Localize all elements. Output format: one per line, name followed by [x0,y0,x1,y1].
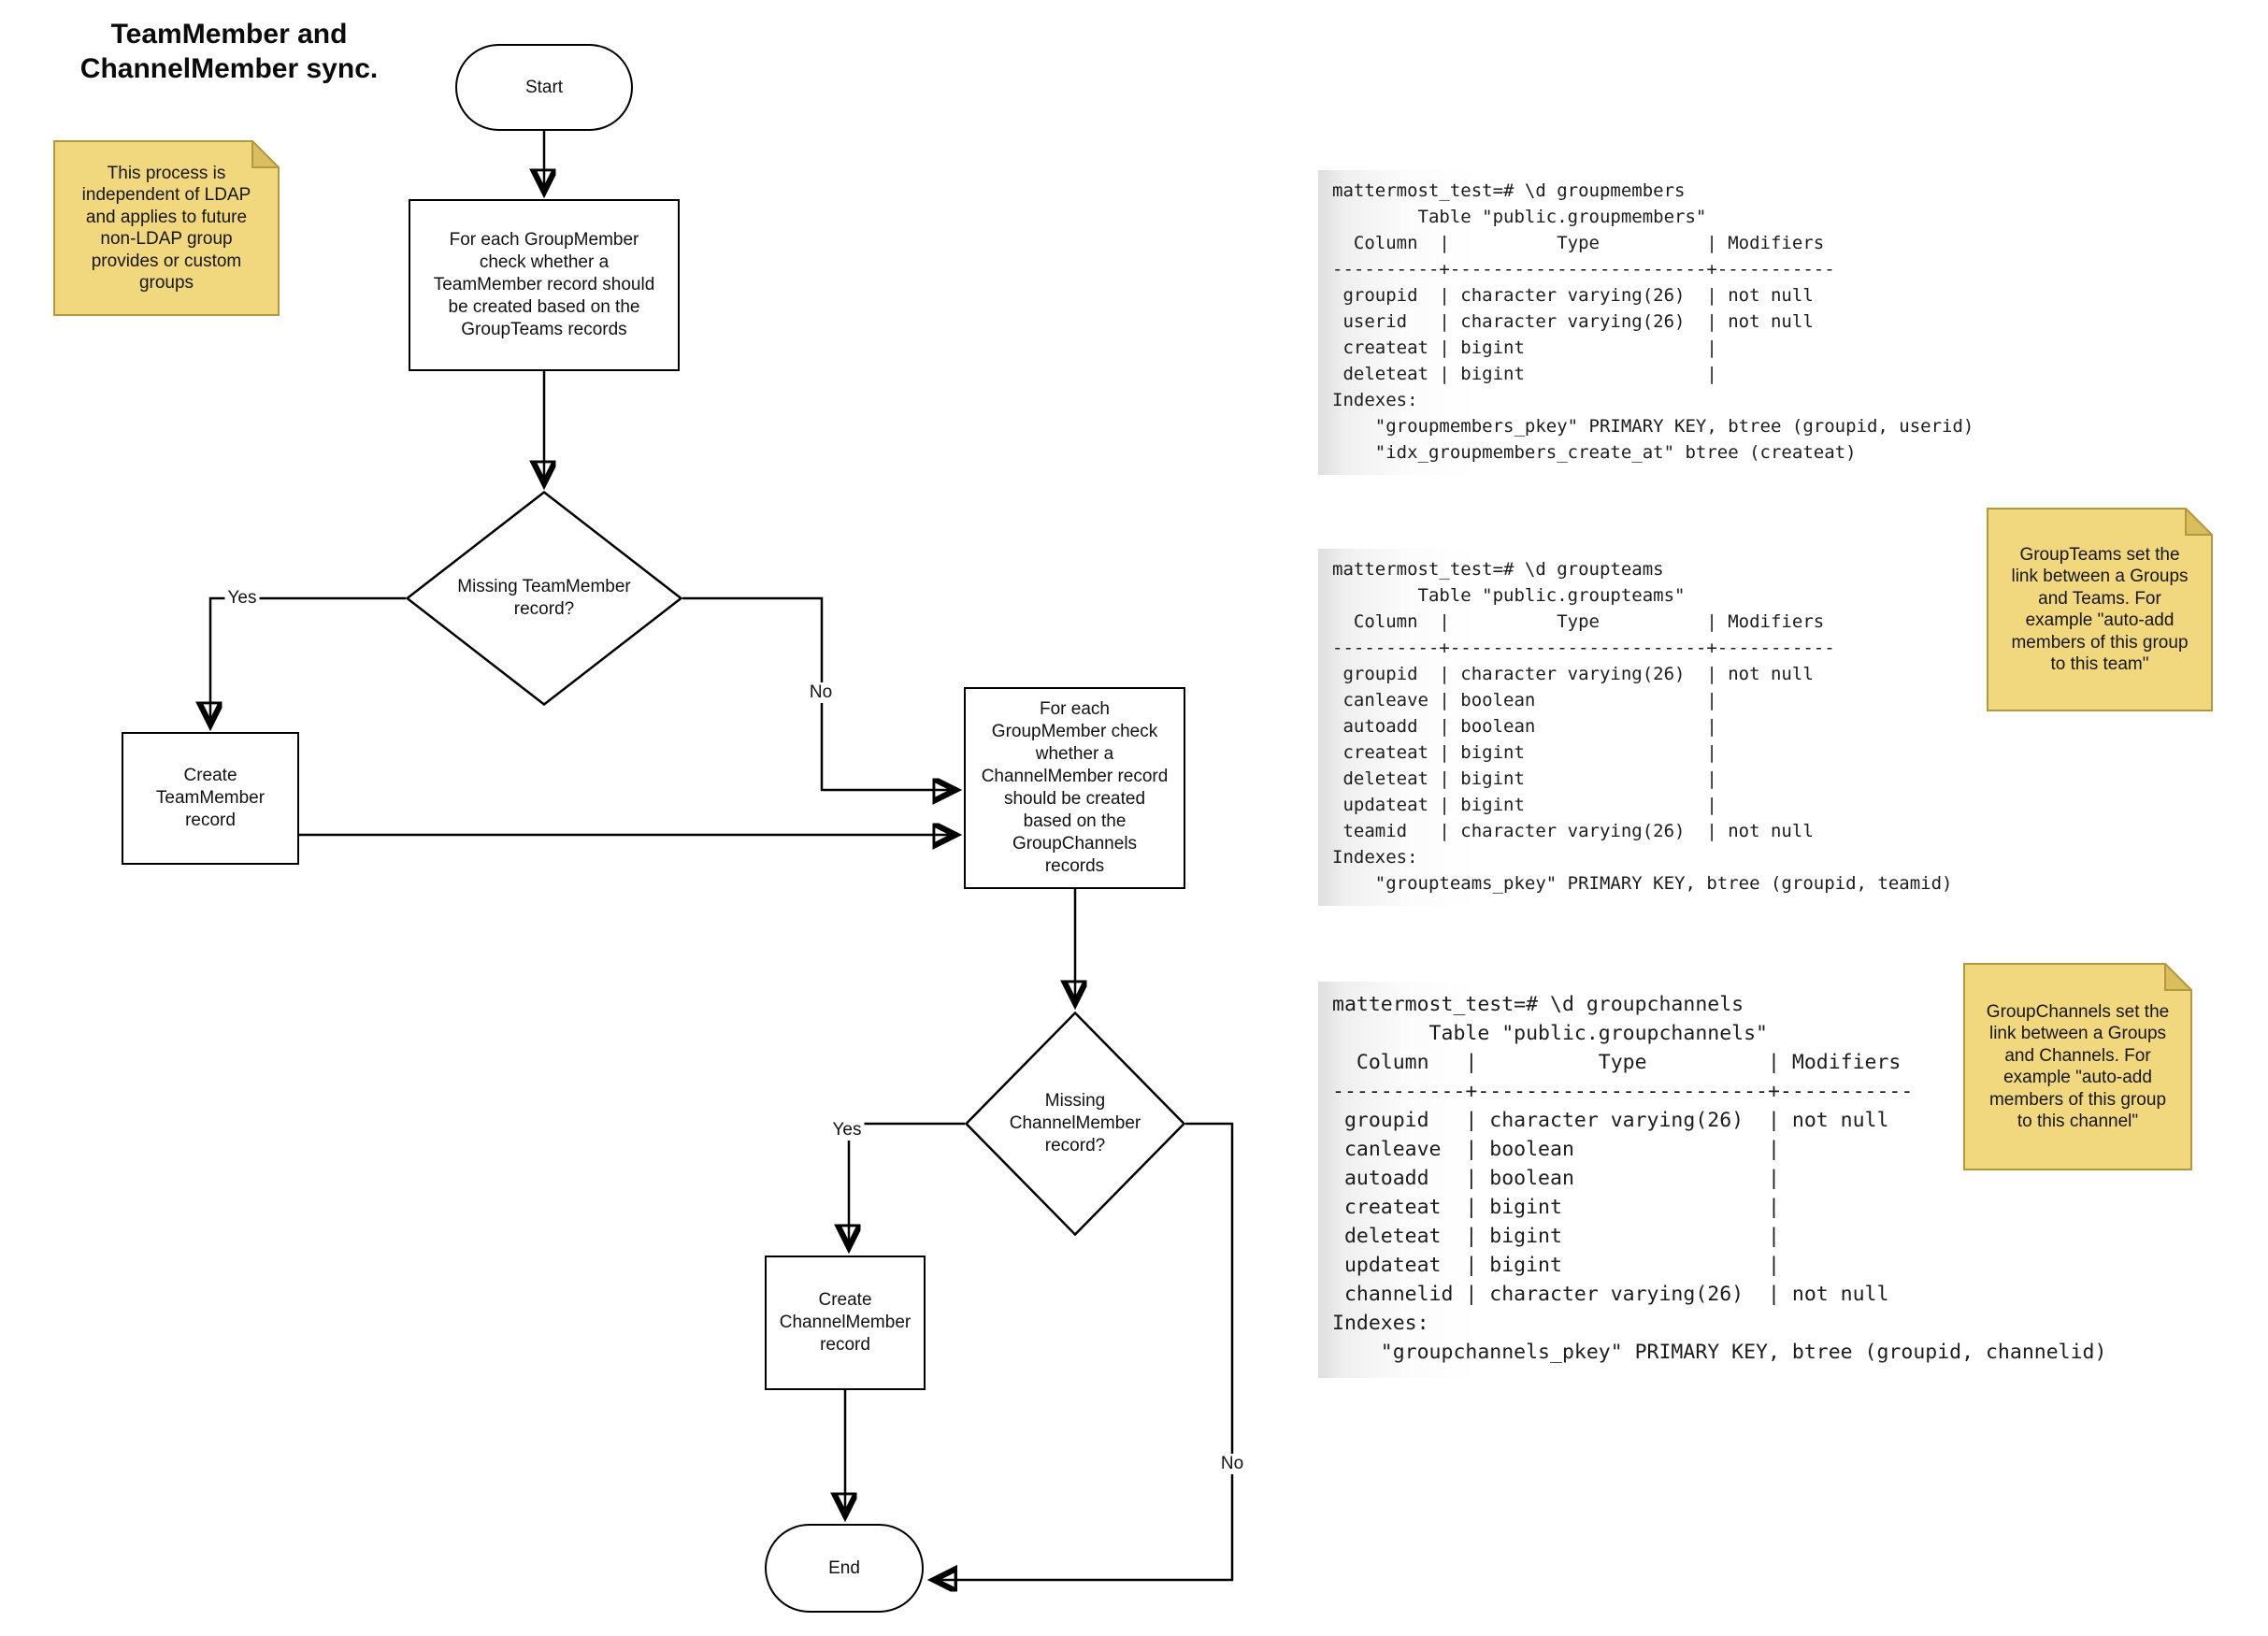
note-fold-icon [2164,963,2192,991]
sticky-note-shape [53,140,280,316]
edge-decision-yes-to-create-channelmember [849,1122,965,1246]
sticky-note-shape [1963,963,2192,1170]
note-fold-icon [251,140,280,168]
flow-node-check-teammember: For each GroupMember check whether a Tea… [409,199,680,371]
decision-diamond-shape [965,1012,1185,1236]
flow-node-check-channelmember: For each GroupMember check whether a Cha… [964,687,1185,889]
edge-label-yes-teammember: Yes [224,588,260,609]
flow-node-create-channelmember: Create ChannelMember record [765,1256,926,1390]
sticky-note-text: This process is independent of LDAP and … [81,163,251,294]
sticky-note-text: GroupTeams set the link between a Groups… [2011,544,2189,675]
edge-label-no-channelmember: No [1217,1454,1247,1474]
flow-node-label: Missing TeamMember record? [457,577,631,619]
edge-label-no-teammember: No [806,682,836,703]
terminal-output-groupmembers: mattermost_test=# \d groupmembers Table … [1318,170,1978,475]
flow-node-label: End [828,1557,860,1578]
flow-decision-missing-channelmember: Missing ChannelMember record? [965,1012,1185,1236]
terminal-output-groupteams: mattermost_test=# \d groupteams Table "p… [1318,549,1978,906]
sticky-note-groupchannels: GroupChannels set the link between a Gro… [1963,963,2192,1170]
flow-node-label: Start [524,77,564,97]
flow-node-label: Create TeamMember record [155,766,266,830]
flow-node-create-teammember: Create TeamMember record [122,732,299,865]
flow-decision-missing-teammember: Missing TeamMember record? [406,491,682,706]
flow-node-label: Create ChannelMember record [779,1290,912,1355]
decision-diamond-shape [406,491,682,706]
sticky-note-groupteams: GroupTeams set the link between a Groups… [1987,508,2213,711]
note-fold-icon [2185,508,2213,536]
edge-decision-no-to-end [935,1122,1234,1580]
sticky-note-text: GroupChannels set the link between a Gro… [1986,1001,2170,1132]
flow-node-label: For each GroupMember check whether a Tea… [433,230,655,339]
flow-node-start: Start [455,44,633,131]
sticky-note-shape [1987,508,2213,711]
flow-node-label: For each GroupMember check whether a Cha… [981,699,1169,876]
sticky-note-ldap: This process is independent of LDAP and … [53,140,280,316]
flow-node-label: Missing ChannelMember record? [1009,1091,1141,1155]
edge-label-yes-channelmember: Yes [829,1120,865,1141]
flow-node-end: End [765,1524,924,1613]
diagram-title: TeamMember and ChannelMember sync. [79,19,379,84]
edge-decision-yes-to-create-teammember [210,596,406,724]
